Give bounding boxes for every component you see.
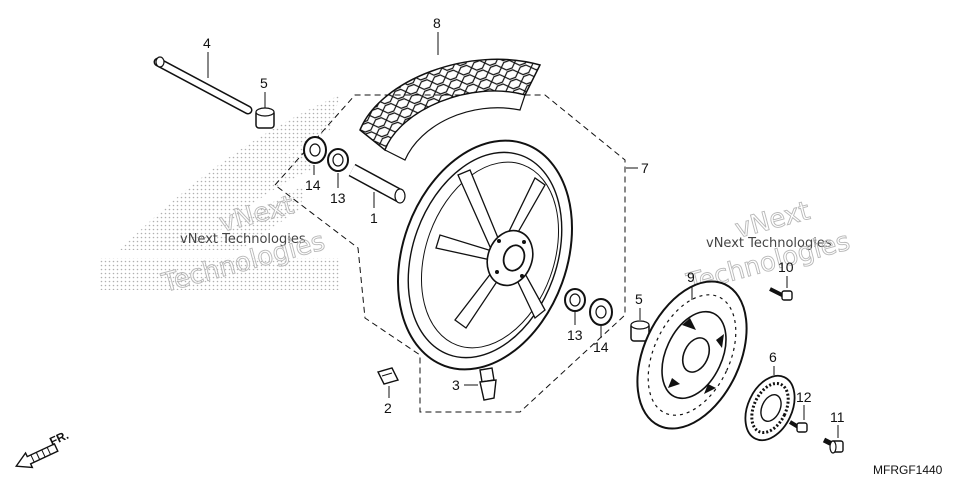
wheel-assembly-dashed-outline	[274, 94, 626, 413]
callout-10: 10	[778, 259, 794, 275]
dust-seal-part-14-right	[589, 298, 613, 326]
collar-part-5-lower	[630, 320, 650, 342]
callout-leaders	[207, 32, 839, 438]
callout-numbers: 4 5 8 7 14 13 1 2 3 13 14 5 9 6 10 12 11	[203, 15, 845, 425]
balance-weight-part-2	[376, 367, 400, 385]
tire-part-8	[359, 58, 542, 161]
dust-seal-part-14-left	[303, 136, 327, 164]
callout-4: 4	[203, 35, 211, 51]
bolt-part-10	[769, 287, 793, 301]
callout-13-left: 13	[330, 190, 346, 206]
wheel-rim-part-7	[397, 139, 573, 371]
bearing-part-13-left	[327, 148, 349, 172]
collar-part-5-upper	[255, 107, 275, 129]
front-direction-indicator: FR.	[14, 428, 71, 469]
callout-5-lower: 5	[635, 291, 643, 307]
callout-11: 11	[830, 409, 845, 425]
arrow-icon	[14, 442, 59, 469]
callout-5-upper: 5	[260, 75, 268, 91]
callout-12: 12	[796, 389, 812, 405]
bearing-part-13-right	[564, 288, 586, 312]
brake-disc-part-9	[636, 280, 748, 430]
callout-13-right: 13	[567, 327, 583, 343]
valve-part-3	[479, 367, 497, 401]
watermark-right-plain: vNext Technologies	[706, 236, 832, 251]
callout-14-left: 14	[305, 177, 321, 193]
honda-wing-logo-watermark	[100, 95, 340, 290]
bolt-part-11	[822, 437, 844, 454]
direction-label: FR.	[47, 428, 70, 449]
distance-collar-part-1	[348, 163, 406, 204]
callout-6: 6	[769, 349, 777, 365]
callout-1: 1	[370, 210, 378, 226]
callout-3: 3	[452, 377, 460, 393]
watermark-left-plain: vNext Technologies	[180, 232, 306, 247]
pulser-ring-part-6	[744, 374, 796, 442]
axle-part-4	[153, 56, 253, 115]
callout-2: 2	[384, 400, 392, 416]
callout-14-right: 14	[593, 339, 609, 355]
callout-7: 7	[641, 160, 649, 176]
screw-part-12	[788, 420, 808, 433]
diagram-code: MFRGF1440	[873, 463, 943, 477]
callout-9: 9	[687, 269, 695, 285]
callout-8: 8	[433, 15, 441, 31]
